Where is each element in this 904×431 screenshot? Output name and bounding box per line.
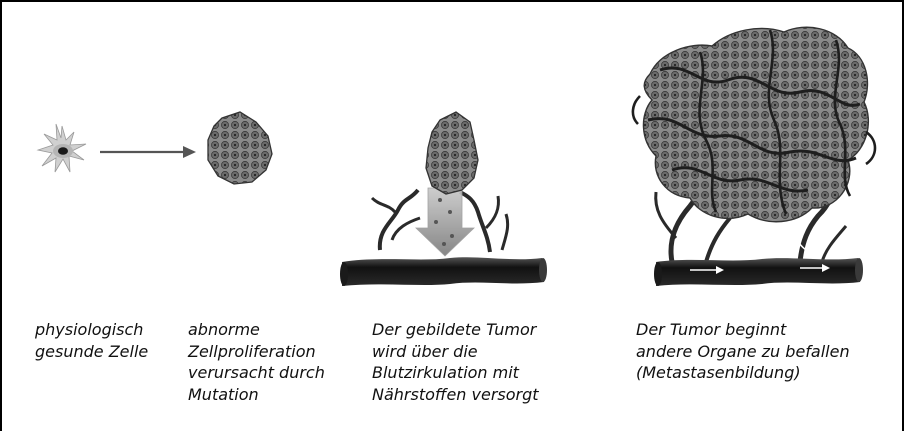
caption-metastasis: Der Tumor beginnt andere Organe zu befal…	[636, 319, 850, 384]
caption-tumor-blood-supply: Der gebildete Tumor wird über die Blutzi…	[372, 319, 539, 405]
mutation-arrow	[100, 146, 196, 158]
caption-abnormal-proliferation: abnorme Zellproliferation verursacht dur…	[188, 319, 325, 405]
caption-healthy-cell: physiologisch gesunde Zelle	[35, 319, 148, 362]
abnormal-cell-cluster	[208, 112, 272, 184]
healthy-cell	[38, 124, 86, 172]
vascularized-tumor	[340, 112, 547, 286]
metastasizing-tumor	[633, 27, 875, 286]
